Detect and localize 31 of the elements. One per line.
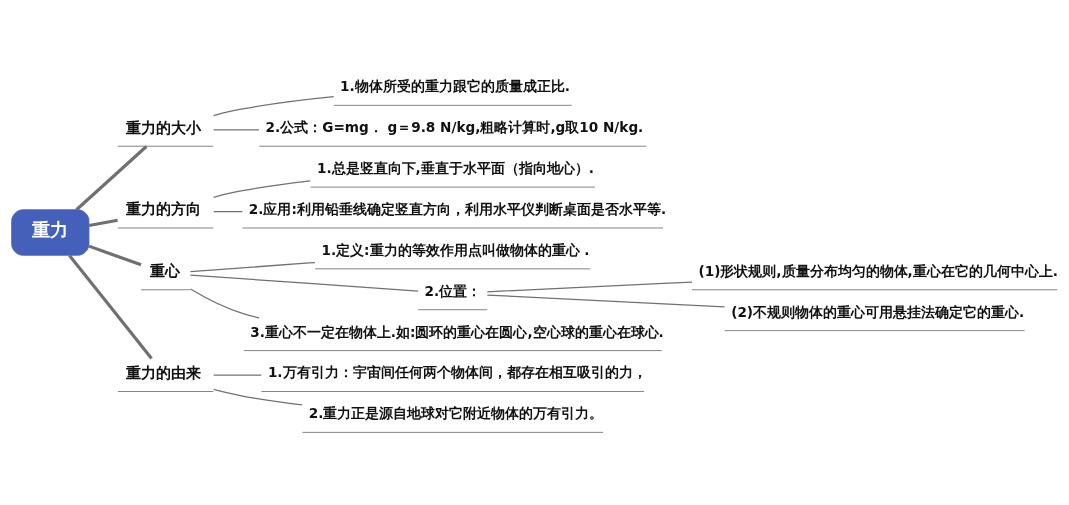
connector	[213, 374, 262, 376]
connector	[189, 261, 316, 273]
connector	[213, 129, 260, 131]
node-text: (1)形状规则,质量分布均匀的物体,重心在它的几何中心上.	[698, 262, 1058, 279]
connector	[75, 145, 148, 211]
connector	[486, 281, 693, 293]
node-text: 2.应用:利用铅垂线确定竖直方向，利用水平仪判断桌面是否水平等.	[248, 200, 667, 217]
node-text: 1.定义:重力的等效作用点叫做物体的重心 .	[321, 241, 590, 258]
connector	[213, 388, 303, 406]
node-text: 重力的方向	[126, 200, 202, 219]
connector	[88, 218, 118, 228]
connector	[68, 254, 153, 360]
node-text: 重力的大小	[126, 118, 202, 137]
node-text: 1.万有引力：宇宙间任何两个物体间，都存在相互吸引的力，	[267, 364, 647, 381]
node-text: 1.物体所受的重力跟它的质量成正比.	[340, 78, 570, 95]
connector	[189, 274, 419, 292]
connector	[213, 211, 244, 213]
connector	[213, 180, 311, 198]
node-text: 重心	[149, 262, 180, 281]
connector	[486, 294, 726, 308]
node-text: 2.公式：G=mg． g＝9.8 N/kg,粗略计算时,g取10 N/kg.	[265, 119, 644, 136]
node-box: 重力	[11, 209, 90, 256]
node-text: 2.位置：	[424, 282, 482, 299]
connector	[213, 96, 335, 117]
node-text: 3.重心不一定在物体上.如:圆环的重心在圆心,空心球的重心在球心.	[250, 323, 664, 340]
node-text: 重力的由来	[126, 363, 202, 382]
node-text: (2)不规则物体的重心可用悬挂法确定它的重心.	[731, 303, 1025, 320]
node-text: 1.总是竖直向下,垂直于水平面（指向地心）.	[316, 160, 594, 177]
connector	[88, 244, 142, 267]
node-text: 2.重力正是源自地球对它附近物体的万有引力。	[308, 405, 604, 422]
connector	[189, 288, 260, 319]
